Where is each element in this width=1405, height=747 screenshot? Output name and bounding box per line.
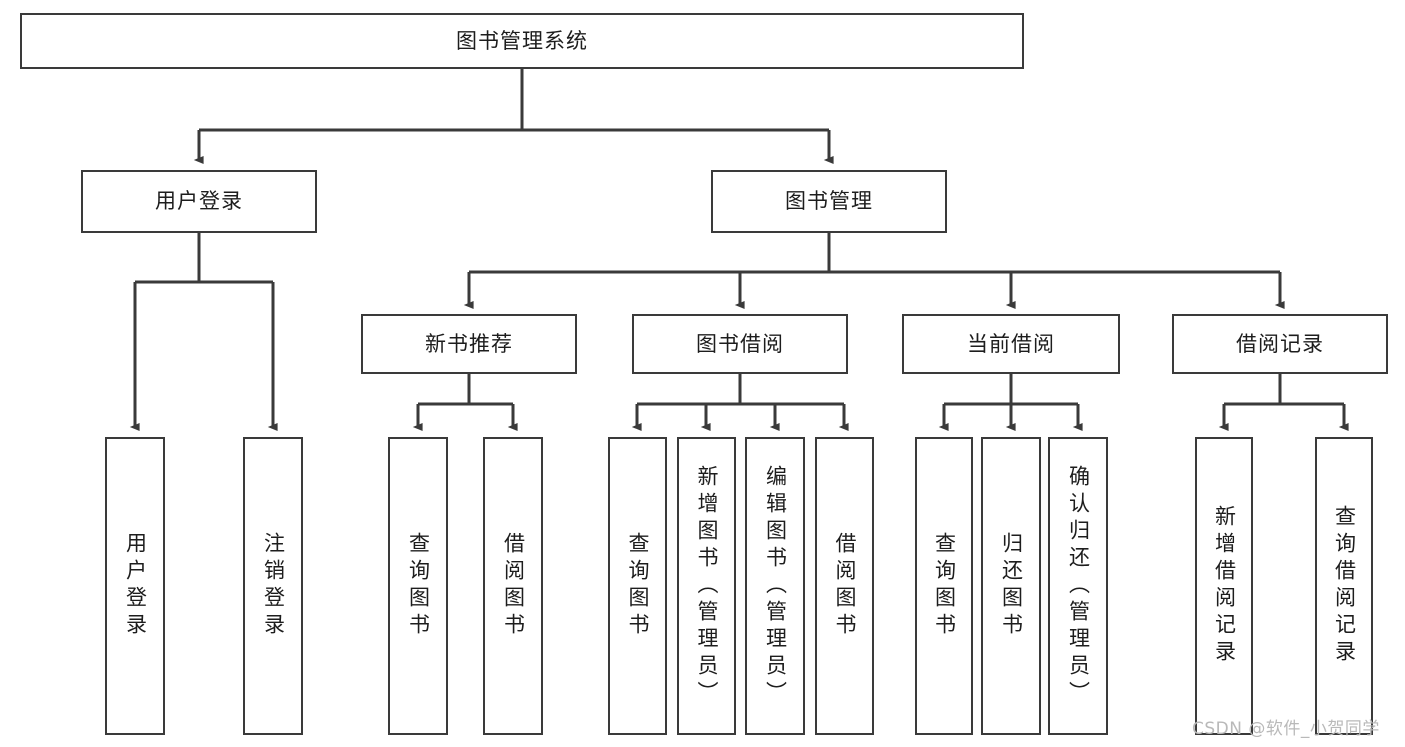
node-leaf-query-book-borrow[interactable]: 查询图书	[608, 437, 667, 735]
node-label: 归还图书	[999, 532, 1024, 640]
node-label: 注销登录	[261, 532, 286, 640]
node-label: 图书管理	[785, 189, 873, 214]
node-label: 确认归还（管理员）	[1066, 464, 1091, 708]
node-book-management[interactable]: 图书管理	[711, 170, 947, 233]
node-leaf-return-book[interactable]: 归还图书	[981, 437, 1041, 735]
node-label: 图书管理系统	[456, 28, 588, 53]
node-leaf-borrow-book[interactable]: 借阅图书	[815, 437, 874, 735]
node-current-borrow[interactable]: 当前借阅	[902, 314, 1120, 374]
node-book-borrow[interactable]: 图书借阅	[632, 314, 848, 374]
node-label: 查询图书	[406, 532, 431, 640]
node-leaf-query-book-current[interactable]: 查询图书	[915, 437, 973, 735]
node-leaf-user-login[interactable]: 用户登录	[105, 437, 165, 735]
node-label: 借阅记录	[1236, 331, 1324, 356]
watermark-text: CSDN @软件_小贺同学	[1192, 719, 1380, 739]
node-leaf-add-book-admin[interactable]: 新增图书（管理员）	[677, 437, 736, 735]
node-leaf-edit-book-admin[interactable]: 编辑图书（管理员）	[745, 437, 805, 735]
node-label: 查询图书	[932, 532, 957, 640]
node-label: 新增借阅记录	[1212, 505, 1237, 667]
node-leaf-add-borrow-record[interactable]: 新增借阅记录	[1195, 437, 1253, 735]
node-label: 新增图书（管理员）	[695, 464, 719, 708]
node-borrow-record[interactable]: 借阅记录	[1172, 314, 1388, 374]
node-label: 编辑图书（管理员）	[763, 464, 788, 708]
node-label: 查询借阅记录	[1332, 505, 1357, 667]
node-label: 借阅图书	[833, 532, 857, 640]
node-label: 查询图书	[626, 532, 650, 640]
node-label: 用户登录	[123, 532, 148, 640]
node-leaf-borrow-book-recommend[interactable]: 借阅图书	[483, 437, 543, 735]
node-label: 新书推荐	[425, 331, 513, 356]
node-user-login[interactable]: 用户登录	[81, 170, 317, 233]
node-label: 当前借阅	[967, 331, 1055, 356]
node-label: 借阅图书	[501, 532, 526, 640]
node-leaf-logout[interactable]: 注销登录	[243, 437, 303, 735]
node-label: 用户登录	[155, 189, 243, 214]
node-leaf-confirm-return-admin[interactable]: 确认归还（管理员）	[1048, 437, 1108, 735]
node-root-book-management-system[interactable]: 图书管理系统	[20, 13, 1024, 69]
node-new-book-recommend[interactable]: 新书推荐	[361, 314, 577, 374]
node-leaf-query-borrow-record[interactable]: 查询借阅记录	[1315, 437, 1373, 735]
node-leaf-query-book-recommend[interactable]: 查询图书	[388, 437, 448, 735]
node-label: 图书借阅	[696, 331, 784, 356]
